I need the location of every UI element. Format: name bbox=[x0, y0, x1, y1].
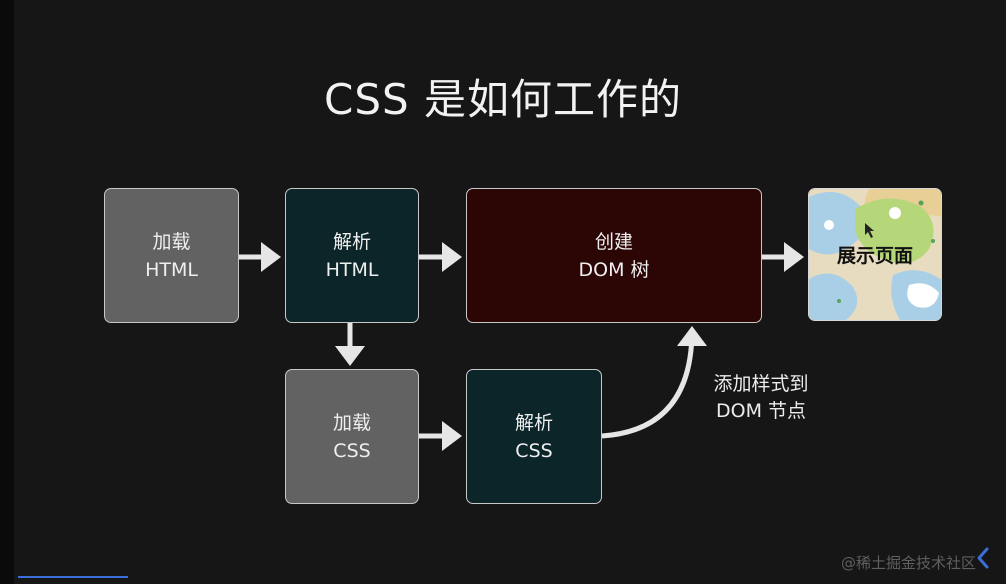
step-load-html: 加载 HTML bbox=[104, 188, 239, 323]
step-parse-css-line1: 解析 bbox=[514, 411, 553, 434]
step-parse-css: 解析 CSS bbox=[466, 369, 602, 504]
watermark: @稀土掘金技术社区 bbox=[840, 554, 976, 572]
step-create-dom-line2: DOM 树 bbox=[578, 258, 650, 281]
step-load-css: 加载 CSS bbox=[285, 369, 419, 504]
step-load-css-line1: 加载 bbox=[332, 411, 371, 434]
step-parse-css-line2: CSS bbox=[515, 439, 553, 462]
step-parse-html: 解析 HTML bbox=[285, 188, 419, 323]
chevron-left-icon[interactable] bbox=[974, 546, 992, 570]
step-load-css-line2: CSS bbox=[333, 439, 371, 462]
step-parse-html-line1: 解析 bbox=[332, 230, 371, 253]
progress-bar bbox=[18, 576, 128, 578]
annotation-line2: DOM 节点 bbox=[715, 400, 807, 422]
page-preview-illustration bbox=[809, 189, 941, 320]
left-edge bbox=[0, 0, 14, 584]
slide-title: CSS 是如何工作的 bbox=[324, 75, 682, 124]
annotation-add-styles: 添加样式到 DOM 节点 bbox=[686, 371, 836, 425]
annotation-line1: 添加样式到 bbox=[713, 373, 809, 395]
step-load-html-line2: HTML bbox=[145, 258, 198, 281]
step-create-dom-line1: 创建 bbox=[594, 230, 633, 253]
step-show-page: 展示页面 bbox=[808, 188, 942, 321]
step-create-dom: 创建 DOM 树 bbox=[466, 188, 762, 323]
step-load-html-line1: 加载 bbox=[152, 230, 191, 253]
step-show-page-label: 展示页面 bbox=[836, 245, 913, 267]
arrow-parse-css-to-dom bbox=[601, 326, 707, 439]
step-parse-html-line2: HTML bbox=[325, 258, 379, 281]
